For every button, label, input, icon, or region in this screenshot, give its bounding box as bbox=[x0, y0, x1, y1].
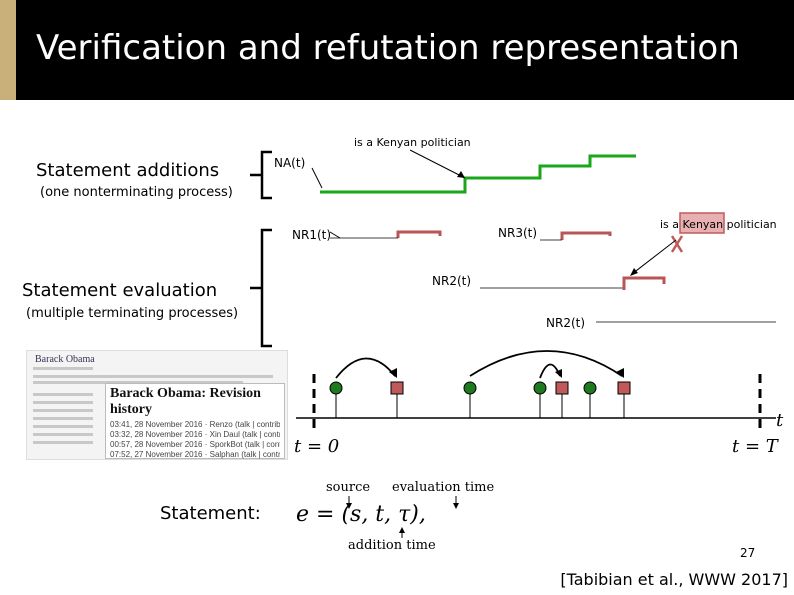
slide-title: Verification and refutation representati… bbox=[36, 28, 740, 68]
citation: [Tabibian et al., WWW 2017] bbox=[560, 570, 788, 589]
bracket-evaluation bbox=[250, 228, 272, 348]
t-axis-label: t bbox=[776, 410, 784, 431]
kenyan-arrowhead-1 bbox=[457, 171, 465, 178]
one-process-label: (one nonterminating process) bbox=[40, 185, 233, 200]
curve-arrowhead-1 bbox=[389, 368, 397, 378]
curve-arrow-1 bbox=[335, 357, 396, 379]
statement-formula: e = (s, t, τ), bbox=[296, 502, 426, 527]
wiki-page-title: Barack Obama bbox=[35, 354, 95, 365]
kenyan-highlight bbox=[679, 212, 725, 234]
evaluation-marker-1 bbox=[390, 381, 404, 395]
kenyan-arrow-1 bbox=[409, 149, 466, 179]
statement-evaluation-label: Statement evaluation bbox=[22, 280, 218, 301]
addition-marker-2 bbox=[463, 381, 477, 395]
tT-label: t = T bbox=[732, 436, 778, 457]
t0-label: t = 0 bbox=[294, 436, 340, 457]
bracket-additions bbox=[250, 150, 272, 200]
revision-row: 00:57, 28 November 2016 · SporkBot (talk… bbox=[110, 440, 280, 449]
nr1-label: NR1(t) bbox=[292, 228, 332, 242]
event-markers bbox=[335, 388, 625, 418]
nr3-line bbox=[560, 231, 612, 240]
nr2a-label: NR2(t) bbox=[432, 274, 472, 288]
revision-row: 03:32, 28 November 2016 · Xin Daul (talk… bbox=[110, 430, 280, 439]
title-accent bbox=[0, 0, 16, 100]
addition-time-label: addition time bbox=[348, 538, 436, 553]
revision-history-title: Barack Obama: Revision history bbox=[110, 386, 261, 417]
curve-arrow-2 bbox=[469, 350, 623, 377]
x-mark-2 bbox=[670, 235, 684, 253]
curve-arrowhead-3 bbox=[555, 369, 562, 378]
na-arrow bbox=[311, 167, 323, 189]
revision-history-panel: Barack Obama: Revision history 03:41, 28… bbox=[105, 383, 285, 459]
page-number: 27 bbox=[740, 546, 756, 560]
nr3-label: NR3(t) bbox=[498, 226, 538, 240]
addition-marker-4 bbox=[583, 381, 597, 395]
curve-arrowhead-2 bbox=[616, 368, 624, 378]
addition-marker-1 bbox=[329, 381, 343, 395]
evaluation-marker-2 bbox=[555, 381, 569, 395]
revision-history-screenshot: Barack Obama Barack Obama: Revision hist… bbox=[26, 350, 288, 460]
multiple-processes-label: (multiple terminating processes) bbox=[26, 306, 239, 321]
kenyan-arrow-2 bbox=[631, 239, 677, 275]
title-bar: Verification and refutation representati… bbox=[0, 0, 794, 100]
na-staircase bbox=[320, 154, 636, 194]
kenyan-label-2: is a Kenyan politician bbox=[660, 218, 777, 231]
statement-label: Statement: bbox=[160, 503, 261, 524]
nr1-arrow bbox=[329, 231, 341, 239]
evaluation-time-label: evaluation time bbox=[392, 480, 495, 495]
nr2b-label: NR2(t) bbox=[546, 316, 586, 330]
nr2a-line bbox=[622, 276, 666, 290]
evaluation-marker-3 bbox=[617, 381, 631, 395]
statement-additions-label: Statement additions bbox=[36, 160, 220, 181]
nr1-line bbox=[396, 230, 442, 238]
kenyan-arrowhead-2 bbox=[630, 268, 638, 276]
source-label: source bbox=[326, 480, 371, 495]
addition-marker-3 bbox=[533, 381, 547, 395]
revision-row: 07:52, 27 November 2016 · Salphan (talk … bbox=[110, 450, 280, 459]
revision-row: 03:41, 28 November 2016 · Renzo (talk | … bbox=[110, 420, 280, 429]
kenyan-label-1: is a Kenyan politician bbox=[354, 136, 471, 149]
na-label: NA(t) bbox=[274, 156, 306, 170]
